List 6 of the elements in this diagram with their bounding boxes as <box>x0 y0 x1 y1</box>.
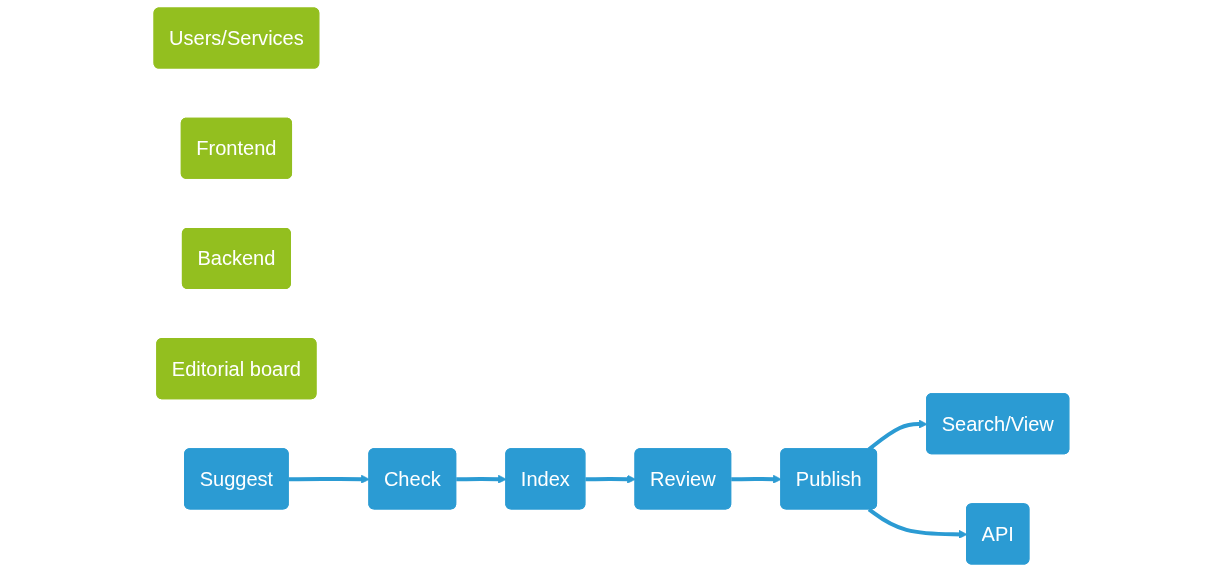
arrow <box>288 474 370 484</box>
arrow <box>730 474 782 484</box>
arrow <box>867 419 928 451</box>
arrow <box>584 474 636 484</box>
arrow <box>867 507 968 539</box>
arrow <box>455 474 507 484</box>
